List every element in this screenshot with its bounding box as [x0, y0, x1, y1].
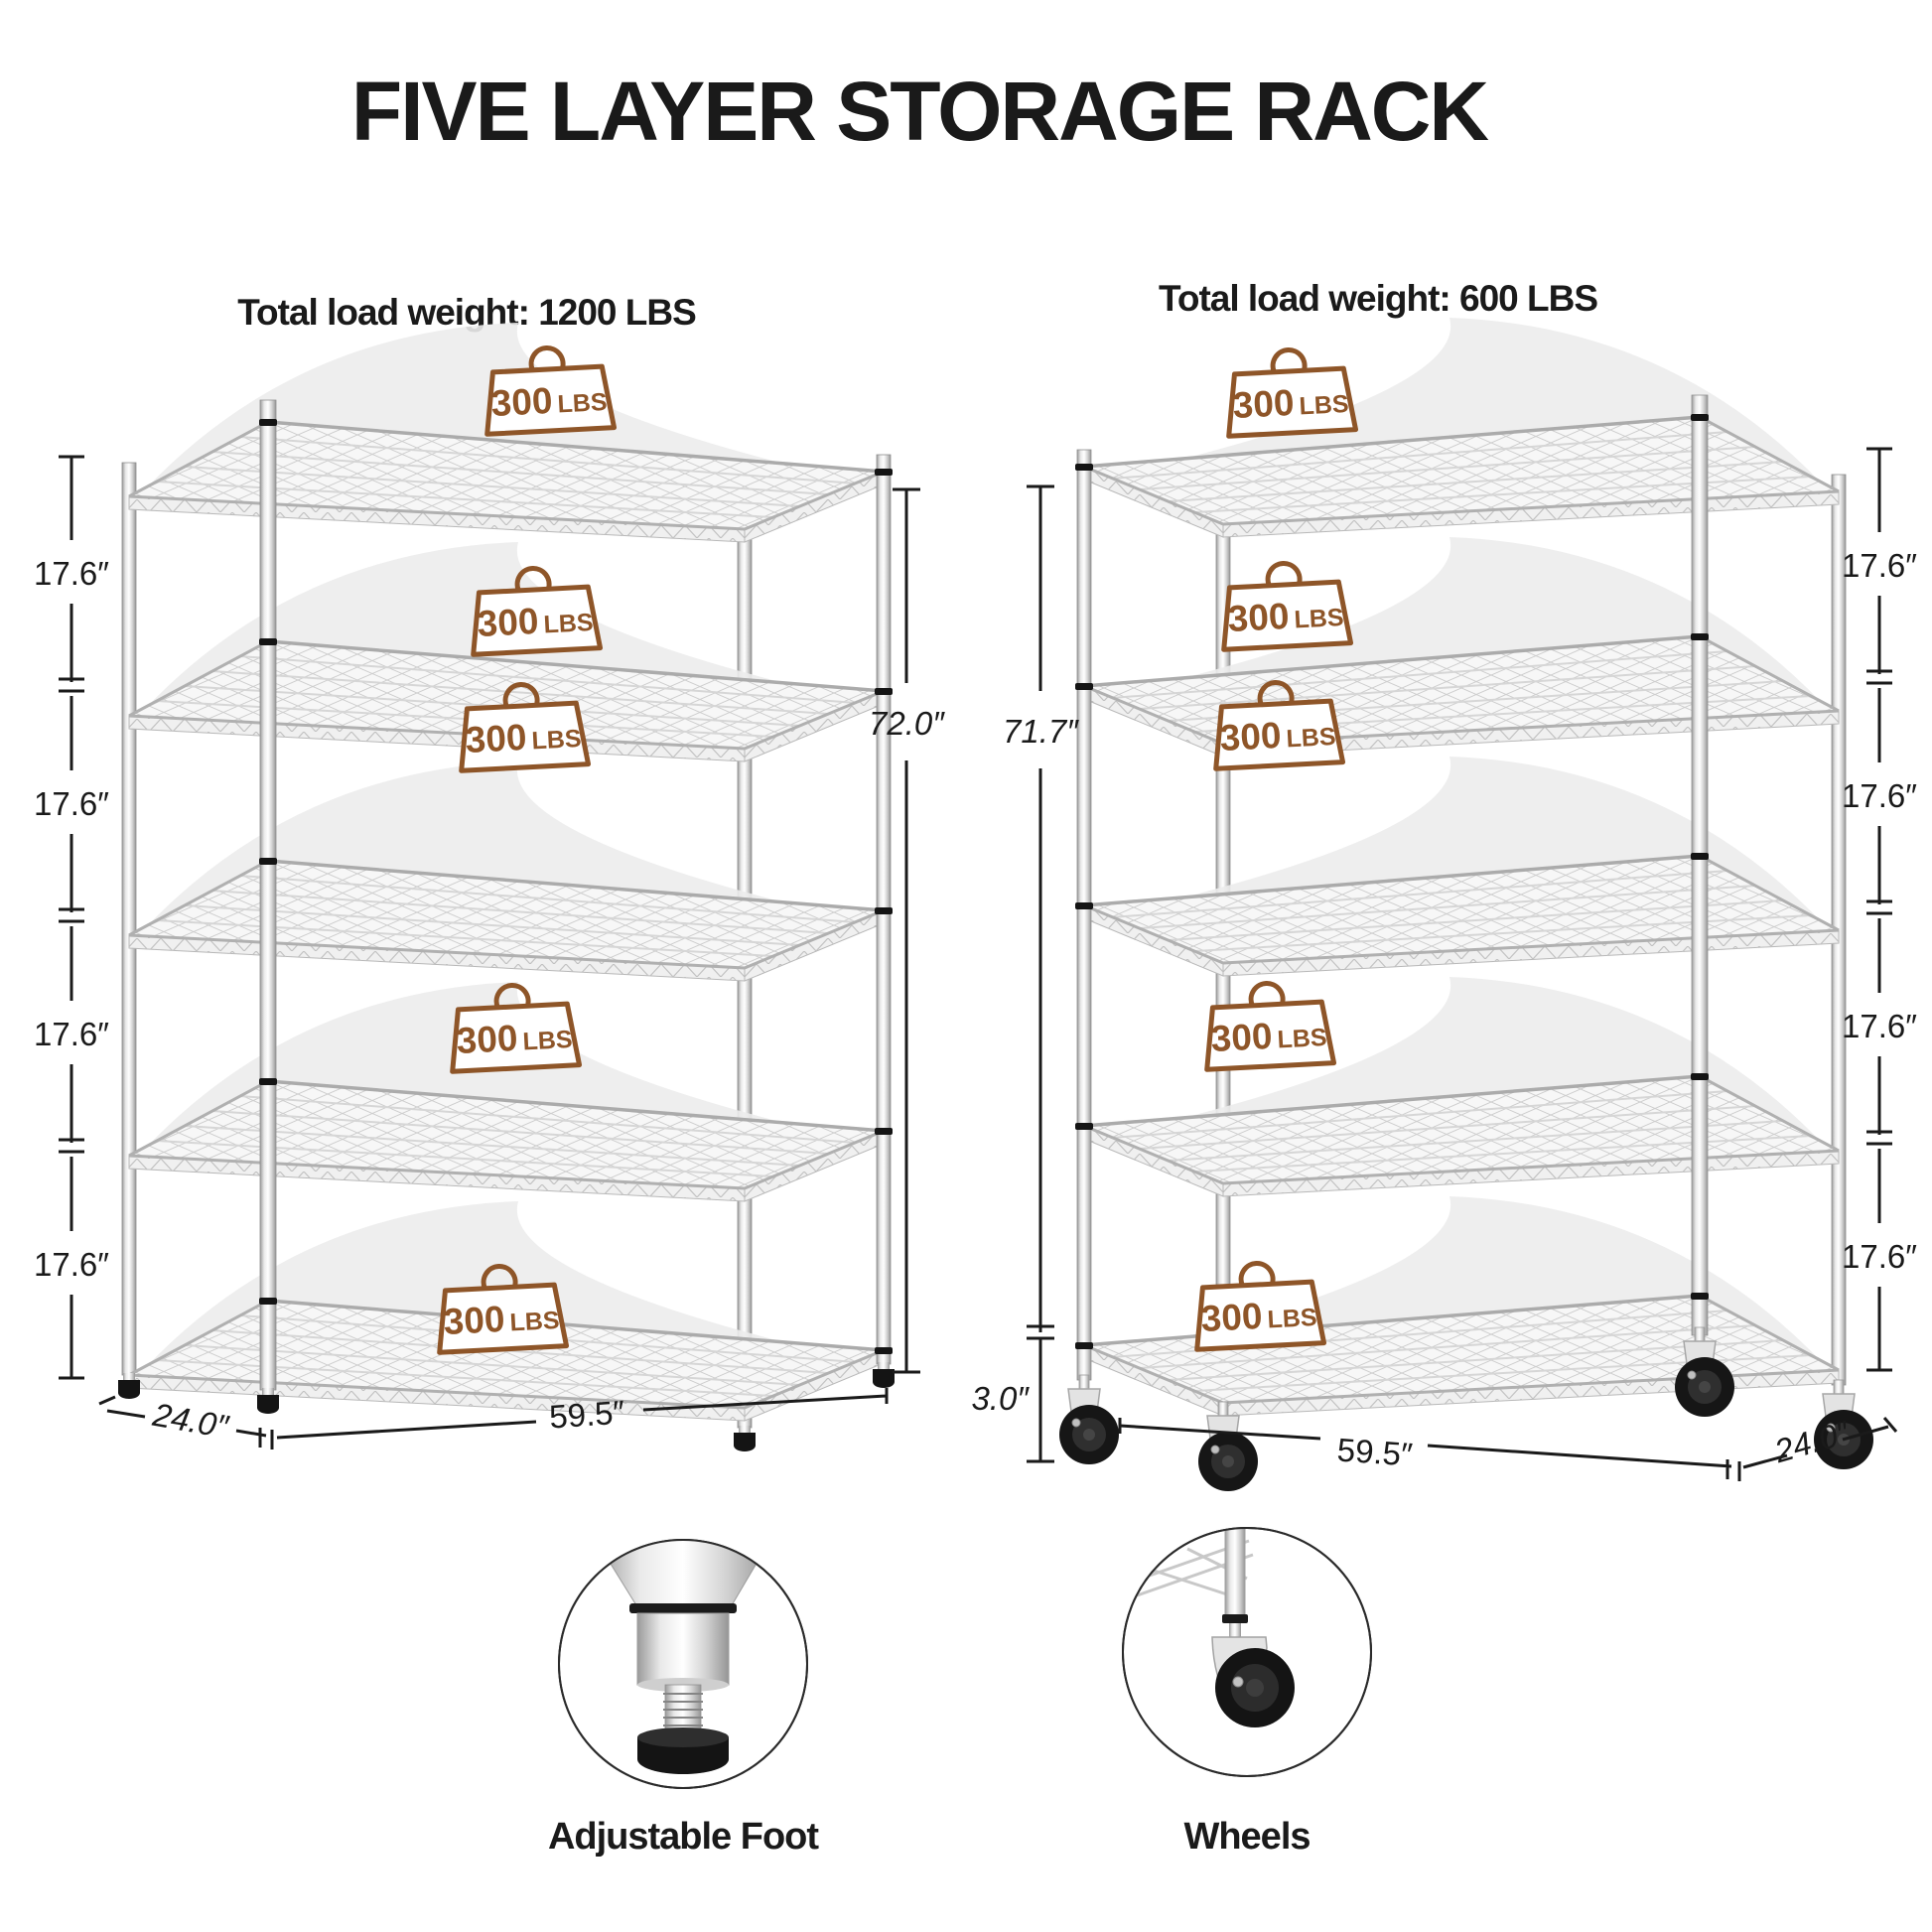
shelf-spacing-label: 17.6″: [34, 1246, 109, 1283]
shelf-spacing-label: 17.6″: [1842, 1238, 1917, 1275]
rack-depth-label: 24.0″: [149, 1396, 231, 1446]
right-rack-shelves: [1082, 316, 1841, 1418]
shelf-spacing-label: 17.6″: [1842, 1008, 1917, 1044]
wire-shelf: [1082, 316, 1841, 539]
caster-wheel: [1058, 1374, 1120, 1465]
rack-width-label: 59.5″: [1336, 1431, 1415, 1472]
rack-post: [121, 462, 137, 1376]
wire-shelf: [127, 759, 886, 983]
diagram-title: FIVE LAYER STORAGE RACK: [351, 65, 1489, 158]
left-rack-shelves: [127, 321, 886, 1423]
adjustable-foot-caption: Adjustable Foot: [548, 1816, 819, 1858]
shelf-spacing-label: 17.6″: [1842, 777, 1917, 814]
adjustable-foot: [734, 1426, 756, 1451]
right-rack: Total load weight: 600 LBS: [1058, 278, 1874, 1492]
rack-post: [259, 399, 277, 1391]
rack-height-label: 71.7″: [1003, 713, 1079, 750]
shelf-spacing-label: 17.6″: [34, 785, 109, 822]
wire-shelf: [1082, 535, 1841, 759]
wire-shelf: [1082, 975, 1841, 1198]
shelf-spacing-label: 17.6″: [34, 1016, 109, 1052]
rack-height-label: 72.0″: [869, 705, 945, 742]
weight-capacity-badge: [1192, 1260, 1323, 1349]
rack-post: [1076, 449, 1092, 1381]
left-rack-load-label: Total load weight: 1200 LBS: [237, 292, 696, 333]
weight-capacity-badge: [1219, 560, 1350, 649]
wire-shelf: [1082, 755, 1841, 978]
right-rack-dimensions: 71.7″ 3.0″ 17.6″ 17.6″ 17.6″ 17.6″ 59.5″…: [971, 447, 1917, 1481]
wheels-caption: Wheels: [1183, 1816, 1310, 1858]
weight-capacity-badge: [1224, 346, 1355, 436]
wheels-detail: Wheels: [1122, 1527, 1372, 1858]
rack-width-label: 59.5″: [548, 1393, 626, 1435]
right-rack-load-label: Total load weight: 600 LBS: [1159, 278, 1597, 319]
left-rack: Total load weight: 1200 LBS: [118, 292, 895, 1451]
adjustable-foot-detail: Adjustable Foot: [548, 1539, 820, 1858]
caster-wheel: [1197, 1401, 1259, 1492]
caster-height-label: 3.0″: [971, 1380, 1030, 1417]
adjustable-foot-drawing: [595, 1540, 771, 1774]
shelf-spacing-label: 17.6″: [1842, 547, 1917, 584]
caster-wheel-drawing: [1123, 1528, 1295, 1727]
rack-post: [1691, 394, 1709, 1336]
shelf-spacing-label: 17.6″: [34, 555, 109, 592]
